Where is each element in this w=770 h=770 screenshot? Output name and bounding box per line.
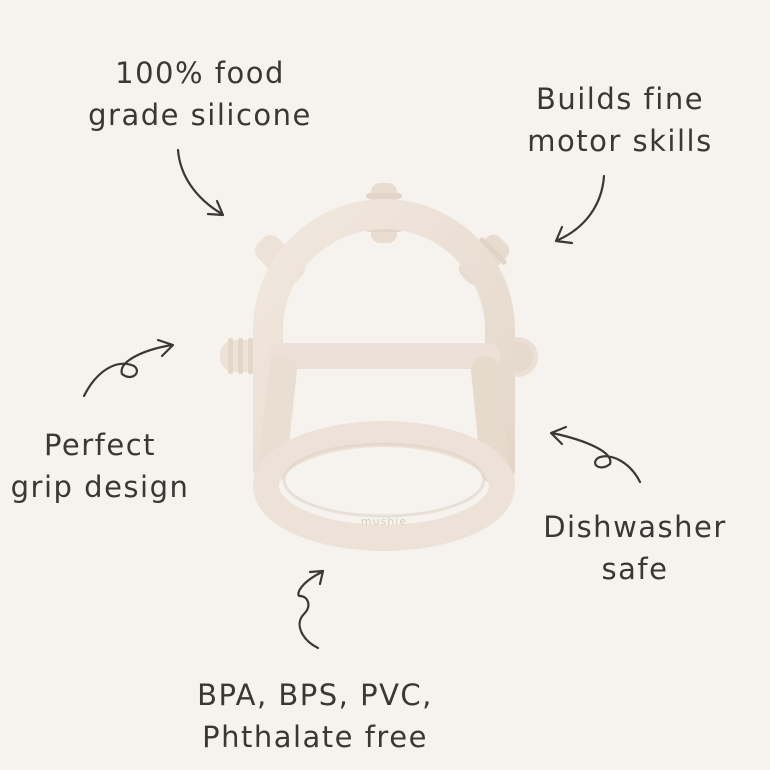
arrow-dishwasher-icon xyxy=(549,425,642,484)
crossbar xyxy=(268,343,500,369)
brand-mark: mushie xyxy=(361,515,407,528)
arrow-grip-icon xyxy=(82,338,175,398)
feature-bpa-free-line1: BPA, BPS, PVC, xyxy=(197,678,433,712)
feature-motor-skills-line2: motor skills xyxy=(527,124,713,158)
feature-food-grade: 100% food grade silicone xyxy=(70,52,330,136)
feature-motor-skills-line1: Builds fine xyxy=(535,82,705,116)
arch-frame xyxy=(253,199,515,485)
feature-grip-line2: grip design xyxy=(10,470,190,504)
arrow-food-grade-icon xyxy=(176,148,225,217)
arrow-bpa-free-icon xyxy=(297,569,325,650)
feature-grip: Perfect grip design xyxy=(0,424,200,508)
feature-food-grade-line2: grade silicone xyxy=(88,98,312,132)
feature-motor-skills: Builds fine motor skills xyxy=(500,78,740,162)
feature-dishwasher: Dishwasher safe xyxy=(510,506,760,590)
feature-dishwasher-line2: safe xyxy=(601,552,669,586)
feature-dishwasher-line1: Dishwasher xyxy=(543,510,727,544)
feature-grip-line1: Perfect xyxy=(43,428,157,462)
feature-bpa-free-line2: Phthalate free xyxy=(202,720,428,754)
ring-base xyxy=(253,421,515,551)
feature-food-grade-line1: 100% food xyxy=(115,56,285,90)
feature-bpa-free: BPA, BPS, PVC, Phthalate free xyxy=(150,674,480,758)
arrow-motor-skills-icon xyxy=(554,174,606,245)
